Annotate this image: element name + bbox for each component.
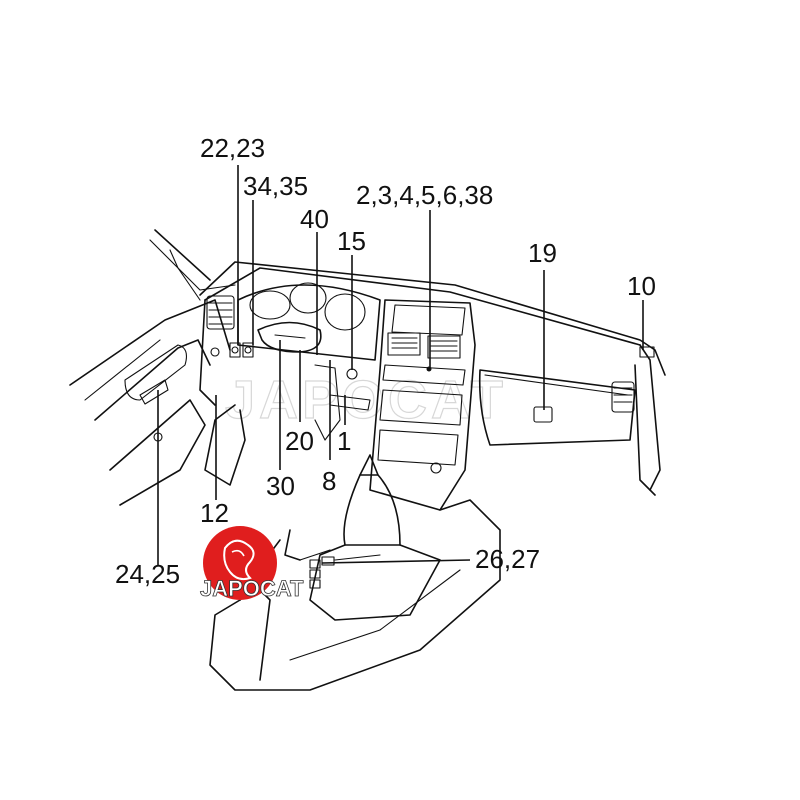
leader-lines (157, 165, 644, 565)
watermark-text: JAPOCAT (225, 370, 507, 430)
callout-2-3-4-5-6-38: 2,3,4,5,6,38 (356, 180, 493, 210)
callout-34-35: 34,35 (243, 171, 308, 201)
callout-30: 30 (266, 471, 295, 501)
callout-19: 19 (528, 238, 557, 268)
callout-24-25: 24,25 (115, 559, 180, 589)
logo-text: JAPOCAT (200, 576, 304, 601)
callout-22-23: 22,23 (200, 133, 265, 163)
callout-15: 15 (337, 226, 366, 256)
callout-40: 40 (300, 204, 329, 234)
callout-26-27: 26,27 (475, 544, 540, 574)
callout-1: 1 (337, 426, 351, 456)
callout-10: 10 (627, 271, 656, 301)
logo-emblem-icon (223, 539, 255, 581)
callout-20: 20 (285, 426, 314, 456)
door-panel (69, 229, 236, 506)
callout-8: 8 (322, 466, 336, 496)
japocat-logo: JAPOCAT (200, 526, 304, 601)
logo-red-circle (203, 526, 277, 600)
callout-12: 12 (200, 498, 229, 528)
callouts: 22,23 34,35 40 15 2,3,4,5,6,38 19 10 20 … (115, 133, 656, 589)
